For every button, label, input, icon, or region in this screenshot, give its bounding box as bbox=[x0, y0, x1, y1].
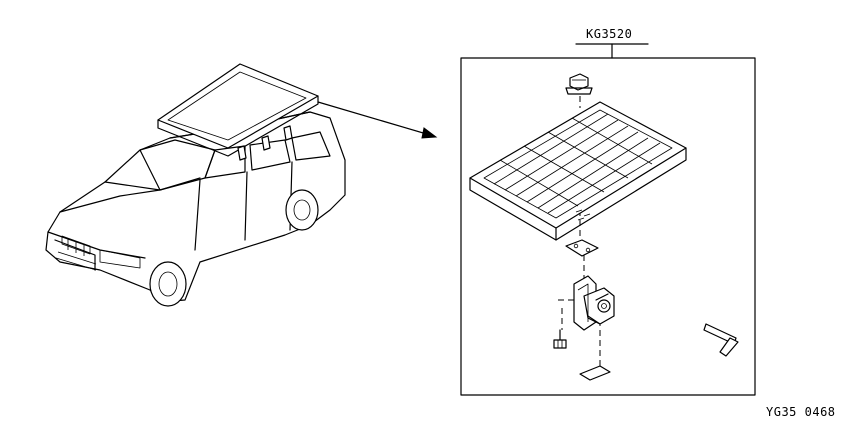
mounting-bracket-icon bbox=[573, 275, 615, 331]
flange-nut-icon bbox=[565, 73, 593, 95]
callout-arrow bbox=[317, 101, 438, 139]
roof-rack-tray-icon bbox=[469, 101, 687, 241]
bolt-icon bbox=[553, 329, 567, 349]
diagram-code: YG35 0468 bbox=[766, 405, 836, 419]
part-number-label: KG3520 bbox=[586, 27, 633, 41]
rail-pad-icon bbox=[579, 365, 611, 381]
vehicle-suv bbox=[45, 63, 346, 307]
detail-frame bbox=[460, 43, 756, 396]
mounting-plate-icon bbox=[565, 239, 599, 257]
hex-key-icon bbox=[703, 323, 739, 357]
